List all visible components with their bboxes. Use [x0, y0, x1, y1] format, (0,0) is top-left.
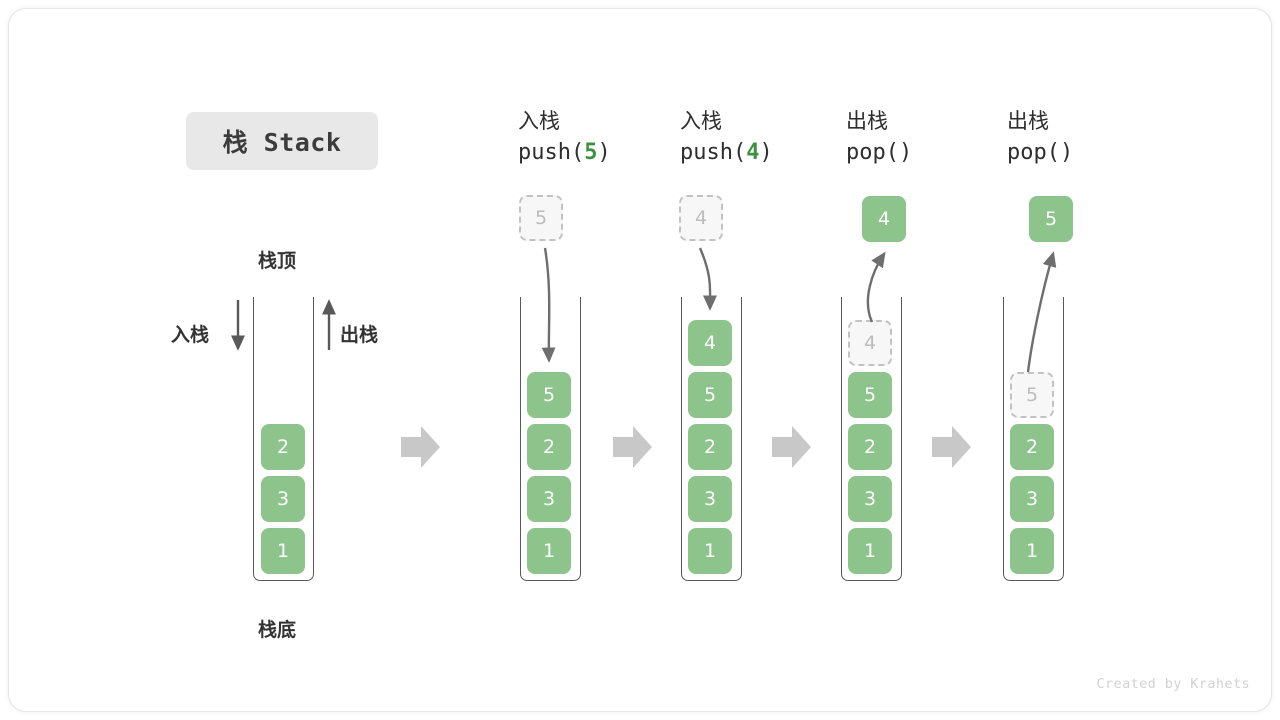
stack-cell: 5 — [688, 372, 732, 418]
stack-tube-push-4 — [681, 297, 742, 581]
stack-tube-base — [253, 297, 314, 581]
vacated-ghost-cell: 4 — [848, 320, 892, 366]
incoming-ghost-cell: 4 — [679, 195, 723, 241]
step-label-cn: 入栈 — [518, 109, 560, 133]
caption-stack-top: 栈顶 — [258, 250, 297, 272]
step-arg: 5 — [584, 139, 598, 165]
step-label-pop-2: 出栈 pop() — [1007, 107, 1073, 168]
stack-cell: 1 — [261, 528, 305, 574]
stack-cell: 4 — [688, 320, 732, 366]
vacated-ghost-cell: 5 — [1010, 372, 1054, 418]
stack-cell: 5 — [527, 372, 571, 418]
step-label-code: push(5) — [518, 139, 611, 165]
stack-tube-push-5 — [520, 297, 581, 581]
step-label-code: pop() — [1007, 139, 1074, 165]
popped-cell: 5 — [1029, 196, 1073, 242]
stack-cell: 2 — [848, 424, 892, 470]
stack-cell: 3 — [261, 476, 305, 522]
stack-cell: 3 — [1010, 476, 1054, 522]
popped-cell: 4 — [862, 196, 906, 242]
stack-cell: 5 — [848, 372, 892, 418]
caption-stack-bottom: 栈底 — [258, 619, 297, 641]
step-label-push-4: 入栈 push(4) — [680, 107, 773, 168]
step-label-cn: 入栈 — [680, 109, 722, 133]
stack-cell: 1 — [527, 528, 571, 574]
stack-tube-pop-1 — [841, 297, 902, 581]
stack-cell: 1 — [688, 528, 732, 574]
step-label-cn: 出栈 — [1007, 109, 1049, 133]
step-label-code: pop() — [846, 139, 913, 165]
step-label-cn: 出栈 — [846, 109, 888, 133]
step-label-code: push(4) — [680, 139, 773, 165]
stack-cell: 1 — [848, 528, 892, 574]
stack-cell: 2 — [261, 424, 305, 470]
diagram-title: 栈 Stack — [186, 112, 378, 170]
step-label-push-5: 入栈 push(5) — [518, 107, 611, 168]
caption-push: 入栈 — [171, 324, 210, 346]
stack-cell: 3 — [688, 476, 732, 522]
stack-cell: 3 — [527, 476, 571, 522]
stack-cell: 2 — [527, 424, 571, 470]
incoming-ghost-cell: 5 — [519, 195, 563, 241]
credit-text: Created by Krahets — [1096, 676, 1250, 692]
caption-pop: 出栈 — [340, 324, 379, 346]
stack-cell: 1 — [1010, 528, 1054, 574]
step-arg: 4 — [746, 139, 760, 165]
stack-tube-pop-2 — [1003, 297, 1064, 581]
step-label-pop-1: 出栈 pop() — [846, 107, 912, 168]
stack-cell: 3 — [848, 476, 892, 522]
stack-cell: 2 — [1010, 424, 1054, 470]
stack-cell: 2 — [688, 424, 732, 470]
